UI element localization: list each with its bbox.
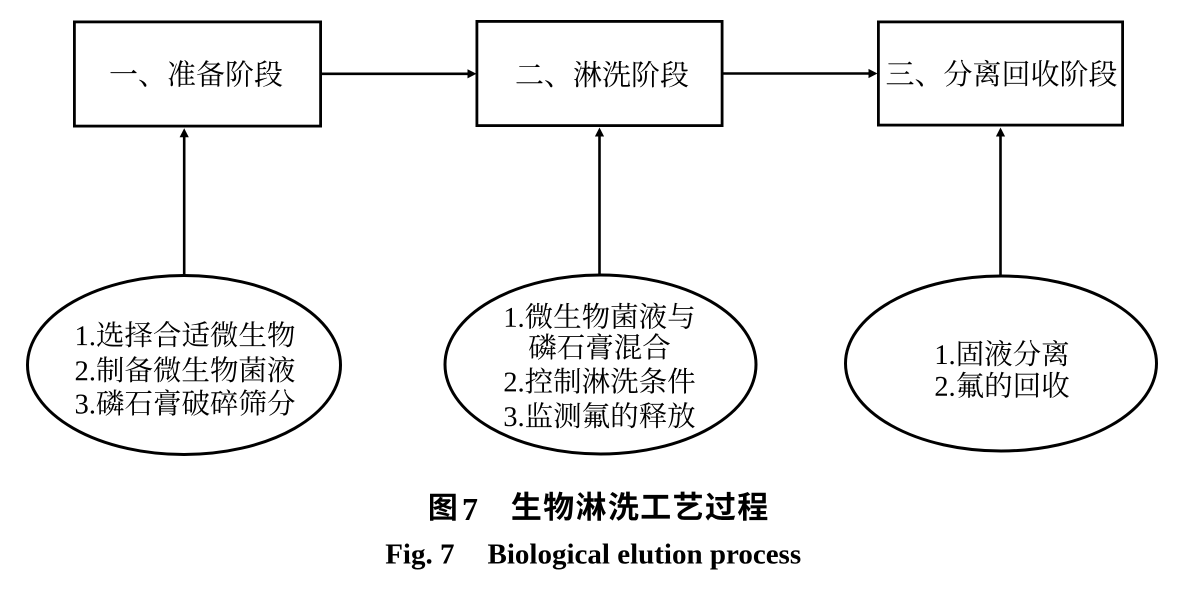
svg-text:Fig. 7: Fig. 7 (385, 539, 454, 571)
svg-text:Biological elution process: Biological elution process (488, 539, 802, 571)
